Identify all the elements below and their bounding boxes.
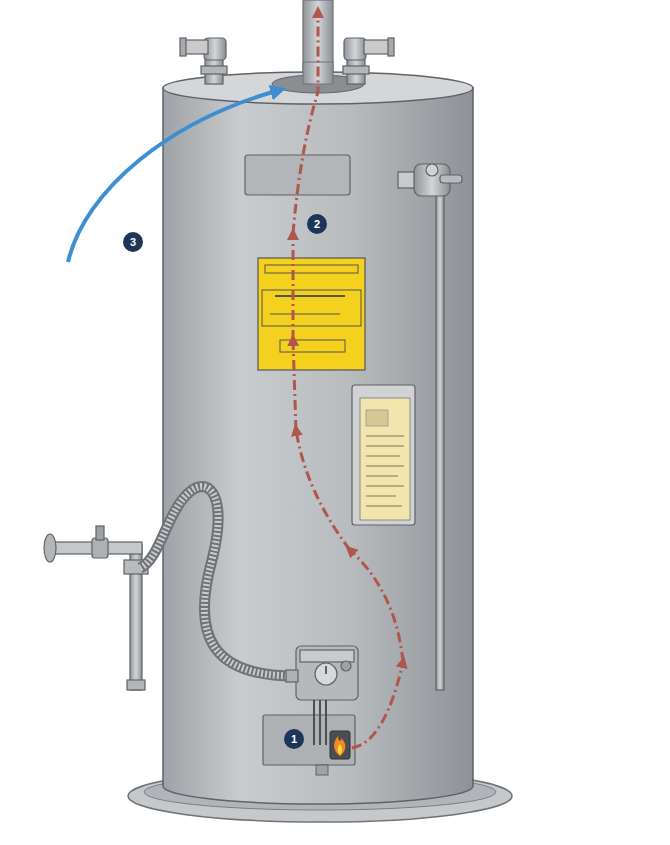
warning-label [258, 258, 365, 370]
dilution-air-arrow [68, 90, 280, 262]
tank-body [163, 62, 473, 804]
gas-control-valve [286, 646, 358, 700]
manual-pouch [352, 385, 415, 525]
callout-number: 2 [307, 214, 327, 234]
callout-number: 3 [123, 232, 143, 252]
flex-connector [140, 487, 295, 677]
water-nipples [180, 38, 394, 84]
burner-panel [263, 700, 355, 775]
callout-number: 1 [284, 729, 304, 749]
gas-supply-pipe [44, 526, 148, 690]
flue-gas-flow [293, 12, 403, 748]
